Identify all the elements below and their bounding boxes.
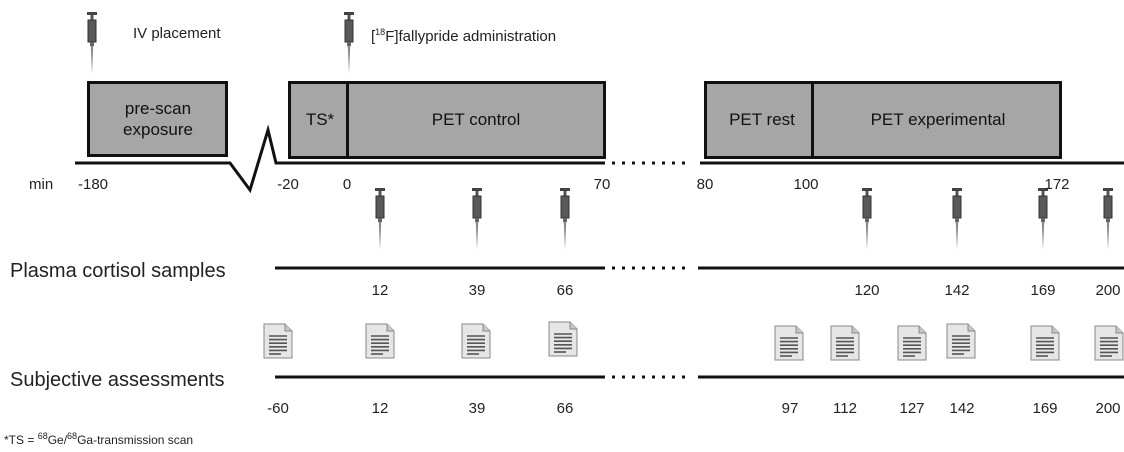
subjective-time: 97 [781,400,799,417]
timeline-axis-left [75,124,605,194]
timeline-unit: min [29,176,54,193]
box-pet-control: TS* PET control [288,81,606,159]
box-prescan-label: pre-scan exposure [123,99,193,139]
timeline-tick: 70 [593,176,611,193]
document-icon [830,325,860,361]
box-rest-divider [811,81,814,159]
document-icon [1030,325,1060,361]
plasma-time: 66 [556,282,574,299]
footnote-isotope-1: 68 [37,431,48,441]
box-ts-divider [346,81,349,159]
box-prescan-exposure: pre-scan exposure [87,81,228,157]
syringe-icon [1103,188,1113,250]
syringe-icon [560,188,570,250]
document-icon [897,325,927,361]
syringe-icon [472,188,482,250]
box-pet-control-label: PET control [431,110,521,129]
syringe-icon [87,12,97,74]
subjective-time: 112 [833,400,857,417]
plasma-time: 120 [854,282,880,299]
footnote-suffix: Ga-transmission scan [77,433,194,447]
syringe-icon [344,12,354,74]
box-pet-rest-experimental: PET rest PET experimental [704,81,1062,159]
box-pet-experimental-label: PET experimental [870,110,1006,129]
subjective-time: 127 [899,400,925,417]
box-ts-label: TS* [305,110,335,129]
subjective-time: -60 [267,400,289,417]
timeline-tick: 100 [793,176,819,193]
plasma-row-label: Plasma cortisol samples [10,260,226,282]
document-icon [774,325,804,361]
subjective-time: 39 [468,400,486,417]
timeline-tick: -180 [77,176,109,193]
footnote: *TS = 68Ge/68Ga-transmission scan [4,431,193,449]
document-icon [946,323,976,359]
iv-placement-note: IV placement [133,24,221,43]
tracer-label: F]fallypride administration [385,28,557,45]
timeline-tick: -20 [277,176,299,193]
iv-placement-label: IV placement [133,25,221,42]
subjective-time: 12 [371,400,389,417]
plasma-time: 142 [944,282,970,299]
document-icon [548,321,578,357]
timeline-tick: 80 [696,176,714,193]
subjective-time: 169 [1032,400,1058,417]
document-icon [1094,325,1124,361]
document-icon [365,323,395,359]
plasma-time: 39 [468,282,486,299]
subjective-time: 200 [1095,400,1121,417]
subjective-row-label: Subjective assessments [10,369,225,391]
syringe-icon [1038,188,1048,250]
syringe-icon [375,188,385,250]
document-icon [263,323,293,359]
tracer-note: [18F]fallypride administration [371,27,557,46]
plasma-time: 12 [371,282,389,299]
box-pet-rest-label: PET rest [729,110,795,129]
syringe-icon [862,188,872,250]
timeline-tick: 172 [1044,176,1070,193]
subjective-time: 142 [949,400,975,417]
syringe-icon [952,188,962,250]
document-icon [461,323,491,359]
footnote-prefix: *TS = [4,433,38,447]
timeline-tick: 0 [342,176,352,193]
plasma-time: 169 [1030,282,1056,299]
tracer-isotope: 18 [375,27,386,37]
footnote-mid: Ge/ [47,433,68,447]
footnote-isotope-2: 68 [67,431,78,441]
subjective-time: 66 [556,400,574,417]
plasma-time: 200 [1095,282,1121,299]
